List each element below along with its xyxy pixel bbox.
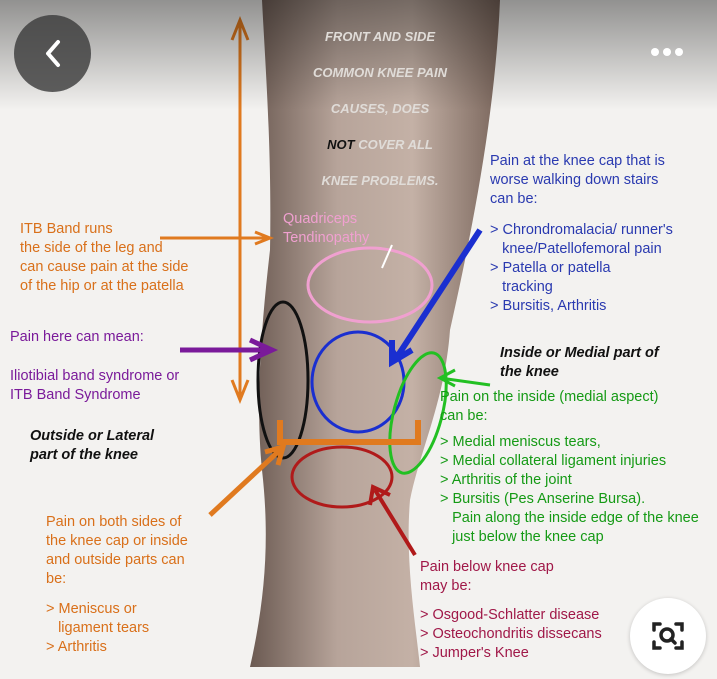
kneecap-list: > Chrondromalacia/ runner's knee/Patello… <box>490 222 673 314</box>
kneecap-text: Pain at the knee cap that is worse walki… <box>490 153 665 207</box>
itb-arrow <box>230 15 250 405</box>
top-shade <box>0 0 717 110</box>
header-text: FRONT AND SIDE COMMON KNEE PAIN CAUSES, … <box>300 10 460 208</box>
visual-search-icon <box>652 622 684 650</box>
red-circle <box>290 445 394 509</box>
medial-heading: Inside or Medial part of the knee <box>500 345 659 380</box>
medial-list: > Medial meniscus tears, > Medial collat… <box>440 434 699 545</box>
green-circle <box>388 351 448 475</box>
header-line: NOT COVER ALL <box>327 137 433 152</box>
header-line: CAUSES, DOES <box>330 101 430 116</box>
header-line: COMMON KNEE PAIN <box>312 65 448 80</box>
medial-intro: Pain on the inside (medial aspect) can b… <box>440 389 659 424</box>
black-circle <box>256 300 310 460</box>
orange-bracket <box>277 420 421 445</box>
below-text: Pain below knee cap may be: <box>420 559 554 594</box>
lateral-heading: Outside or Lateral part of the knee <box>30 428 155 463</box>
header-emphasis: NOT <box>327 137 355 152</box>
both-sides-text: Pain on both sides of the knee cap or in… <box>46 514 188 587</box>
header-line: KNEE PROBLEMS. <box>321 173 439 188</box>
visual-search-button[interactable] <box>630 598 706 674</box>
pink-circle <box>306 246 434 324</box>
chevron-left-icon <box>46 40 60 67</box>
back-button[interactable] <box>14 15 91 92</box>
below-list: > Osgood-Schlatter disease > Osteochondr… <box>420 607 602 661</box>
header-line: FRONT AND SIDE <box>324 29 436 44</box>
pain-here-text: Pain here can mean: <box>10 329 144 345</box>
quadriceps-label: Quadriceps Tendinopathy <box>283 211 370 246</box>
itb-text: ITB Band runs the side of the leg and ca… <box>20 221 189 294</box>
more-options-button[interactable] <box>645 40 689 64</box>
iliotibial-text: Iliotibial band syndrome or ITB Band Syn… <box>10 368 180 403</box>
more-horizontal-icon <box>651 48 683 56</box>
both-sides-list: > Meniscus or ligament tears > Arthritis <box>46 601 150 655</box>
